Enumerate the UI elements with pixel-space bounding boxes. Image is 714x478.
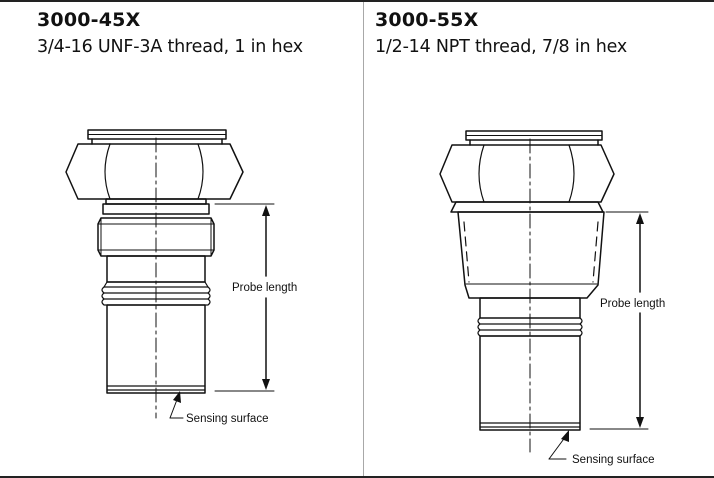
sensing-surface-leader [169,391,184,419]
probe-length-label: Probe length [600,298,665,310]
sensing-surface-label: Sensing surface [186,413,268,425]
collar [450,201,604,213]
sensor-drawing-3000-55x: Probe length Sensing surface [439,130,665,466]
hex-nut [439,144,615,203]
model-title: 3000-55X [375,9,479,31]
top-rule [0,0,714,2]
thread-spec: 1/2-14 NPT thread, 7/8 in hex [375,37,628,57]
probe-length-label: Probe length [232,282,297,294]
sensing-surface-leader [548,430,569,460]
thread-spec: 3/4-16 UNF-3A thread, 1 in hex [37,37,303,57]
top-flange [465,130,603,146]
probe-length-dimension [589,211,649,430]
panel-3000-55x: 3000-55X 1/2-14 NPT thread, 7/8 in hex [364,0,714,476]
sensor-drawing-3000-45x: Probe length Sensing surface [65,129,297,425]
probe-length-dimension [214,203,275,392]
hex-nut [65,143,244,200]
bottom-rule [0,476,714,478]
top-flange [87,129,227,145]
panel-3000-45x: 3000-45X 3/4-16 UNF-3A thread, 1 in hex [37,9,303,425]
sensing-surface-label: Sensing surface [572,454,654,466]
model-title: 3000-45X [37,9,141,31]
thread-section [457,211,605,299]
panel-divider [363,2,364,476]
